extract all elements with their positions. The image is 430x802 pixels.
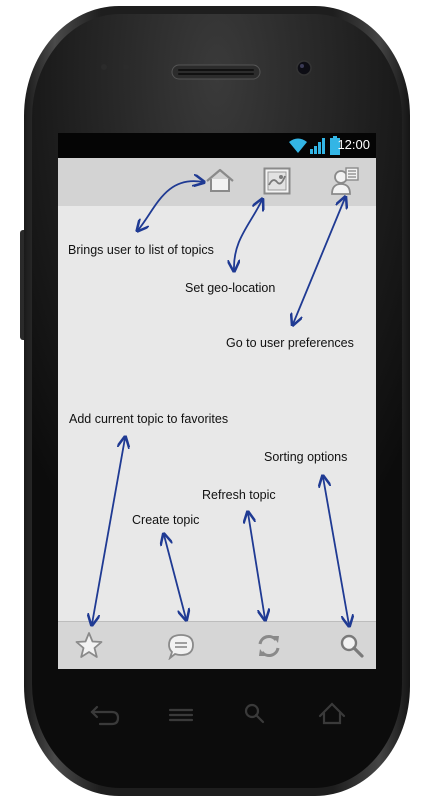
screen: 12:00 <box>58 133 376 669</box>
search-icon[interactable] <box>339 633 365 659</box>
chat-bubble-icon[interactable] <box>167 632 195 660</box>
annotation-favorite: Add current topic to favorites <box>69 412 229 426</box>
annotation-map: Set geo-location <box>185 281 276 295</box>
battery-icon <box>330 136 340 155</box>
refresh-icon[interactable] <box>255 632 283 660</box>
action-bar <box>58 158 376 206</box>
status-time: 12:00 <box>337 137 370 152</box>
bottom-action-bar <box>58 621 376 669</box>
user-settings-icon[interactable] <box>330 166 360 196</box>
annotation-home: Brings user to list of topics <box>68 243 214 257</box>
annotation-sort: Sorting options <box>264 450 348 464</box>
annotation-create: Create topic <box>132 513 200 527</box>
status-bar: 12:00 <box>58 133 376 158</box>
map-icon[interactable] <box>263 167 291 195</box>
annotation-refresh: Refresh topic <box>202 488 276 502</box>
home-icon[interactable] <box>205 168 235 194</box>
star-icon[interactable] <box>75 631 103 659</box>
annotation-user-preferences: Go to user preferences <box>226 336 354 350</box>
wifi-icon <box>289 138 307 153</box>
signal-icon <box>310 138 325 154</box>
